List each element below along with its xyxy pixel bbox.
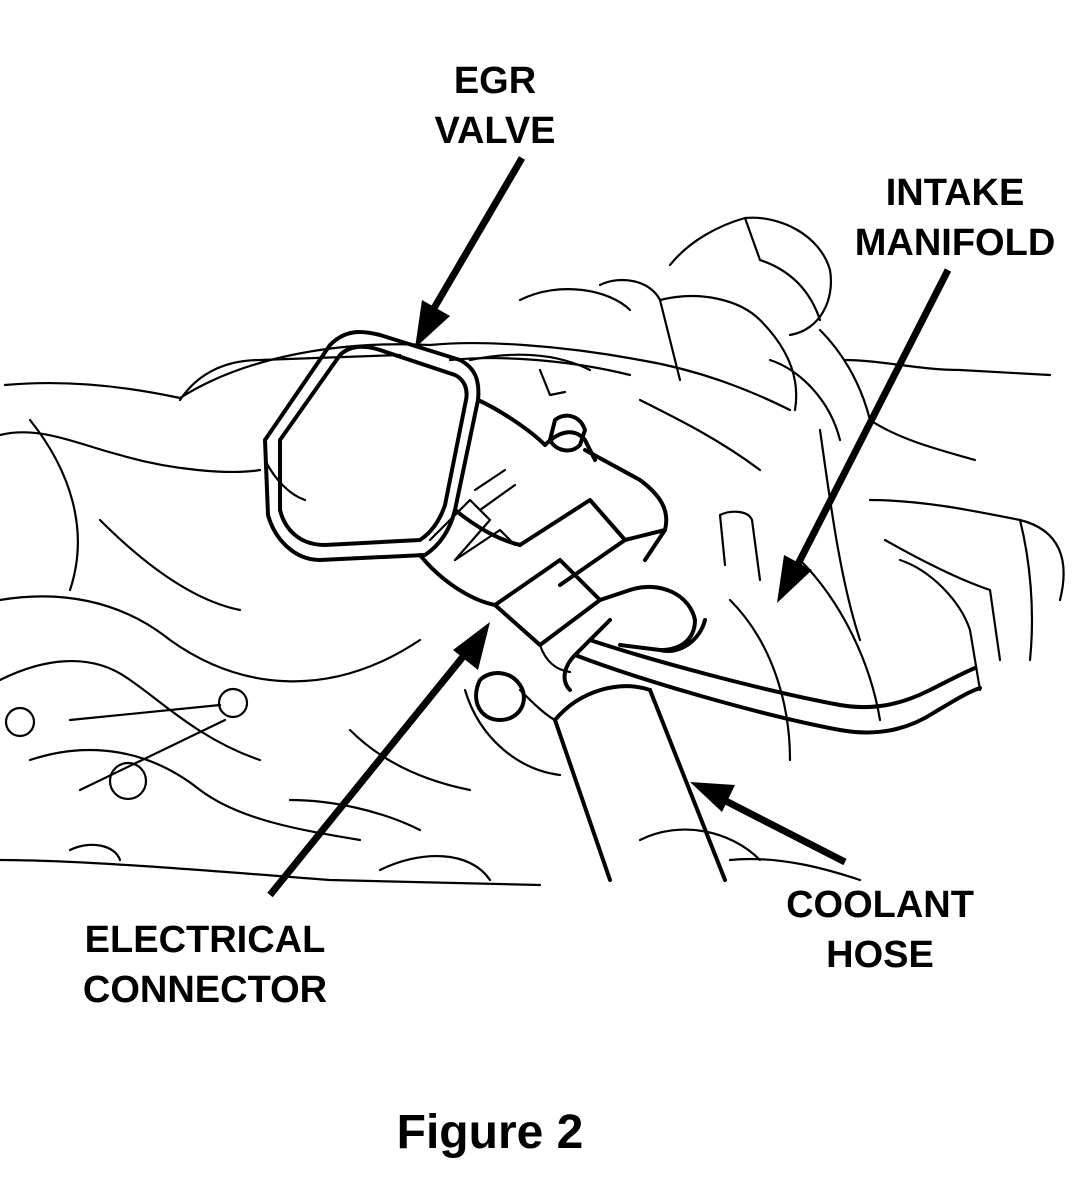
electrical-connector-label-line2: CONNECTOR xyxy=(82,969,328,1011)
electrical-connector-label: ELECTRICAL CONNECTOR xyxy=(60,915,350,1015)
leader-arrows xyxy=(267,156,952,898)
coolant-hose-label: COOLANT HOSE xyxy=(770,880,990,980)
intake-manifold-label-line2: MANIFOLD xyxy=(854,222,1056,264)
intake-manifold-label: INTAKE MANIFOLD xyxy=(840,168,1070,268)
egr-valve-label-line1: EGR xyxy=(453,60,537,102)
egr-tube xyxy=(573,638,982,735)
coolant-hose-label-line1: COOLANT xyxy=(786,884,974,926)
intake-manifold-label-line1: INTAKE xyxy=(885,172,1025,214)
coolant-hose-arrow xyxy=(690,782,847,866)
egr-valve-label: EGR VALVE xyxy=(405,56,585,156)
egr-valve-label-line2: VALVE xyxy=(434,110,556,152)
coolant-hose-label-line2: HOSE xyxy=(826,934,934,976)
coolant-hose-drawing xyxy=(463,671,727,882)
figure-caption: Figure 2 xyxy=(396,1106,584,1159)
egr-valve-drawing xyxy=(263,330,707,692)
electrical-connector-arrow xyxy=(267,622,490,898)
engine-background xyxy=(0,216,1065,887)
egr-valve-arrow xyxy=(415,156,526,348)
intake-manifold-arrow xyxy=(777,268,952,603)
electrical-connector-label-line1: ELECTRICAL xyxy=(84,919,326,961)
